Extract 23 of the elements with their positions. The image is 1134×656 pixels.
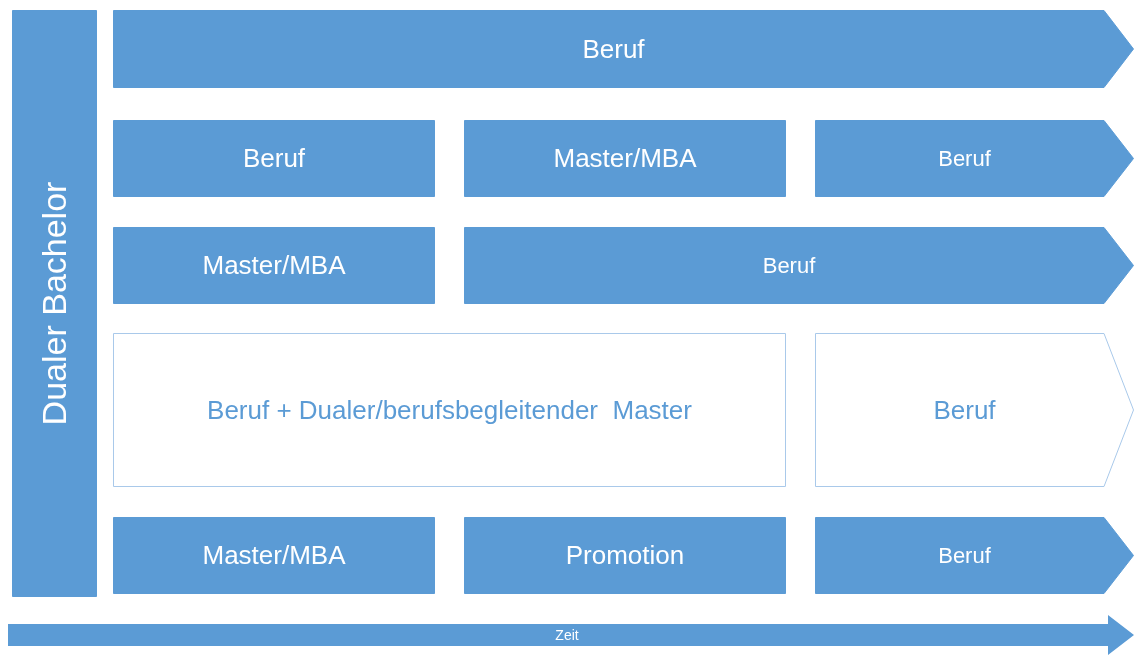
node-text: Beruf [762, 252, 817, 280]
node-text: Master/MBA [202, 249, 346, 282]
process-box [113, 333, 786, 487]
process-box [464, 120, 786, 197]
vertical-bar [12, 10, 97, 597]
node-text: Beruf [933, 393, 997, 427]
process-box [464, 517, 786, 594]
node-text: Beruf [242, 142, 306, 175]
chevron-arrow-box [815, 333, 1134, 487]
chevron-arrow-box [815, 517, 1134, 594]
node-text: Beruf [938, 145, 992, 173]
process-box [113, 517, 435, 594]
node-text: Master/MBA [202, 539, 346, 572]
node-text: Beruf [582, 32, 646, 66]
axis-label: Zeit [554, 626, 580, 644]
node-text: Beruf + Dualer/berufsbegleitender Master [207, 393, 692, 427]
node-text: Master/MBA [553, 142, 697, 175]
node-text: Dualer Bachelor [34, 181, 74, 426]
process-box [113, 120, 435, 197]
node-text: Beruf [938, 542, 992, 570]
node-text: Promotion [565, 539, 685, 572]
process-box [113, 227, 435, 304]
chevron-arrow-box [815, 120, 1134, 197]
